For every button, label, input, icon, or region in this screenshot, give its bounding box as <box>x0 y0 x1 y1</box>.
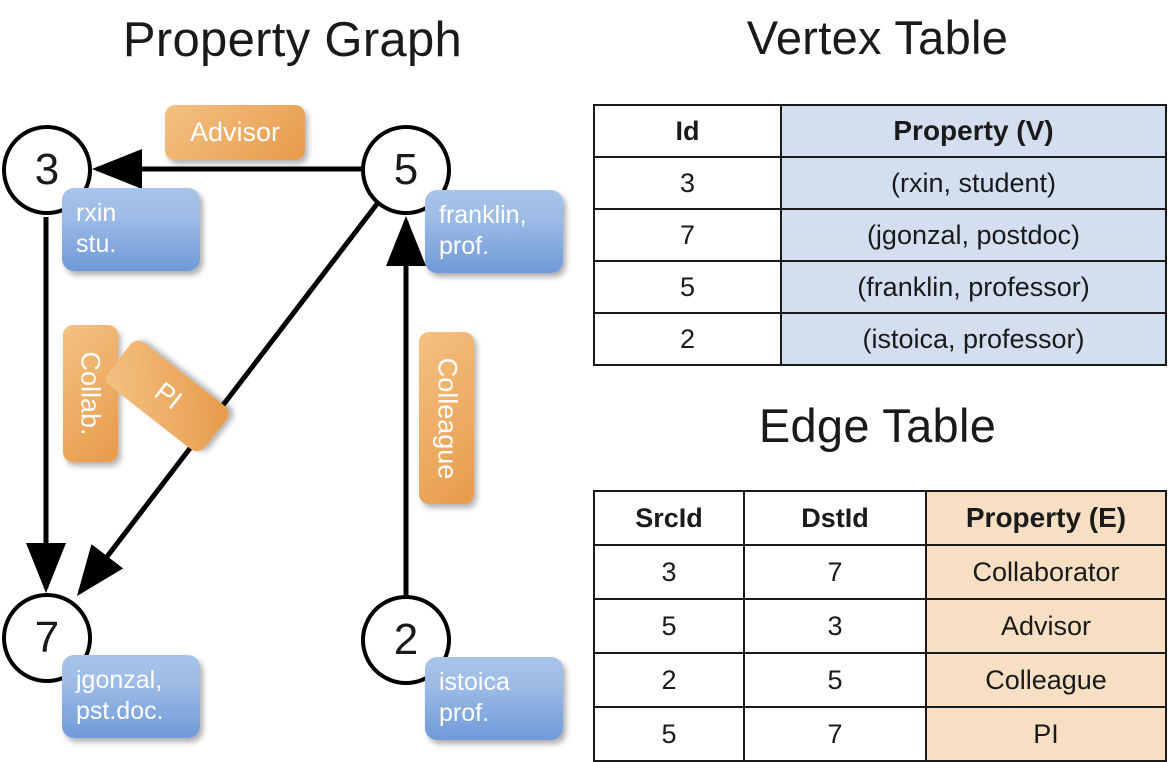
node-property-line-1: franklin, <box>439 201 527 229</box>
edge-table: SrcId DstId Property (E) 3 7 Collaborato… <box>593 490 1167 762</box>
node-property-line-2: pst.doc. <box>76 696 164 725</box>
graph-node-7-label: 7 <box>34 613 60 662</box>
graph-node-2[interactable]: 2 <box>361 595 451 685</box>
vertex-cell-property: (franklin, professor) <box>780 260 1167 314</box>
table-row: 3 (rxin, student) <box>593 156 1167 210</box>
node-property-line-1: jgonzal, <box>76 666 163 694</box>
table-row: 3 7 Collaborator <box>593 544 1167 600</box>
table-row: 5 (franklin, professor) <box>593 260 1167 314</box>
edge-cell-dstid: 7 <box>743 544 927 600</box>
edge-label-pi-text: PI <box>148 375 188 416</box>
vertex-cell-id: 5 <box>593 260 782 314</box>
vertex-cell-property: (rxin, student) <box>780 156 1167 210</box>
graph-node-5[interactable]: 5 <box>361 125 451 215</box>
vertex-table: Id Property (V) 3 (rxin, student) 7 (jgo… <box>593 104 1167 366</box>
page-title-edge-table: Edge Table <box>758 399 997 452</box>
vertex-cell-property: (istoica, professor) <box>780 312 1167 366</box>
edge-label-colleague-text: Colleague <box>432 357 462 479</box>
node-property-box-jgonzal: jgonzal, pst.doc. <box>62 655 200 738</box>
vertex-cell-id: 2 <box>593 312 782 366</box>
edge-header-dstid: DstId <box>743 490 927 546</box>
edge-cell-property: PI <box>925 706 1167 762</box>
table-row: 2 5 Colleague <box>593 652 1167 708</box>
edge-label-advisor-text: Advisor <box>189 117 281 147</box>
edge-cell-srcid: 5 <box>593 706 745 762</box>
property-graph-canvas: 3 5 7 2 rxin stu. franklin, prof. jgonza… <box>0 0 585 760</box>
edge-cell-srcid: 3 <box>593 544 745 600</box>
edge-cell-srcid: 5 <box>593 598 745 654</box>
table-header-row: Id Property (V) <box>593 104 1167 158</box>
graph-node-5-label: 5 <box>393 145 419 194</box>
edge-label-collab: Collab. <box>63 325 118 462</box>
vertex-cell-property: (jgonzal, postdoc) <box>780 208 1167 262</box>
vertex-cell-id: 3 <box>593 156 782 210</box>
edge-cell-dstid: 3 <box>743 598 927 654</box>
page-title-vertex-table: Vertex Table <box>746 11 1009 64</box>
node-property-line-2: stu. <box>76 229 117 258</box>
graph-edges-layer <box>26 149 426 598</box>
edge-label-advisor: Advisor <box>165 105 305 160</box>
node-property-box-franklin: franklin, prof. <box>425 190 563 273</box>
edge-label-colleague: Colleague <box>419 332 474 504</box>
edge-5-to-7 <box>76 198 382 596</box>
vertex-header-property: Property (V) <box>780 104 1167 158</box>
vertex-cell-id: 7 <box>593 208 782 262</box>
edge-cell-srcid: 2 <box>593 652 745 708</box>
edge-label-collab-text: Collab. <box>76 351 107 436</box>
page-title-property-graph: Property Graph <box>122 13 463 67</box>
node-property-line-2: prof. <box>439 698 490 727</box>
edge-cell-dstid: 7 <box>743 706 927 762</box>
graph-node-3-label: 3 <box>34 145 60 194</box>
node-property-box-istoica: istoica prof. <box>425 657 563 740</box>
table-row: 2 (istoica, professor) <box>593 312 1167 366</box>
node-property-line-2: prof. <box>439 231 490 260</box>
node-property-line-1: rxin <box>76 199 117 227</box>
edge-cell-property: Advisor <box>925 598 1167 654</box>
table-header-row: SrcId DstId Property (E) <box>593 490 1167 546</box>
edge-cell-dstid: 5 <box>743 652 927 708</box>
table-row: 7 (jgonzal, postdoc) <box>593 208 1167 262</box>
node-property-line-1: istoica <box>439 668 510 696</box>
vertex-header-id: Id <box>593 104 782 158</box>
table-row: 5 3 Advisor <box>593 598 1167 654</box>
edge-header-property: Property (E) <box>925 490 1167 546</box>
edge-cell-property: Collaborator <box>925 544 1167 600</box>
edge-cell-property: Colleague <box>925 652 1167 708</box>
table-row: 5 7 PI <box>593 706 1167 762</box>
graph-node-2-label: 2 <box>393 615 419 664</box>
edge-header-srcid: SrcId <box>593 490 745 546</box>
node-property-box-rxin: rxin stu. <box>62 188 200 271</box>
